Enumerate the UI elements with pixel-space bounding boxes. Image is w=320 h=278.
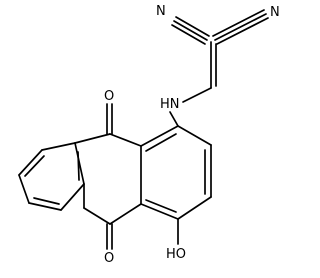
right-aromatic-ring	[140, 125, 212, 220]
nitrile-right-bond-c	[216, 17, 269, 45]
left-ring-inner-2	[33, 197, 60, 205]
nitrile-left-bond-c	[171, 24, 206, 45]
chemical-structure: N N HN O O HO	[18, 4, 280, 266]
center-ring-bond-1	[74, 133, 111, 144]
left-ring-inner-1	[24, 155, 45, 177]
right-ring-inner-3	[145, 199, 177, 213]
left-ring-bond-1	[41, 142, 76, 151]
nitrile-left-bond-a	[175, 16, 210, 37]
central-quinone-ring	[74, 103, 142, 250]
center-ring-bond-5	[83, 207, 111, 225]
nitrile-right-bond-a	[212, 9, 265, 37]
right-ring-bond-1	[140, 125, 179, 147]
right-ring-bond-4	[177, 196, 212, 220]
right-ring-bond-2	[177, 125, 212, 146]
left-ring-bond-4	[28, 202, 62, 211]
nitrile-left-bond-b	[173, 20, 208, 41]
right-ring-bond-5	[140, 203, 179, 220]
left-benzene-ring	[18, 142, 85, 211]
hydroxyl-ho-label: HO	[166, 247, 186, 262]
nitrile-left-n-label: N	[156, 4, 166, 19]
carbonyl-bottom-o-label: O	[104, 251, 114, 266]
left-ring-bond-3	[18, 174, 30, 204]
right-ring-inner-1	[145, 133, 177, 152]
amine-ring-bond	[169, 111, 179, 127]
center-ring-bond-4	[109, 203, 142, 225]
left-ring-bond-2	[18, 149, 43, 176]
amine-nh-label: HN	[160, 97, 180, 112]
dicyanovinyl-group	[171, 9, 269, 103]
nitrile-right-n-label: N	[270, 5, 280, 20]
center-ring-bond-2	[109, 133, 142, 147]
left-ring-bond-6	[74, 142, 85, 185]
nitrile-right-bond-b	[214, 13, 267, 41]
vinyl-amine-bond	[182, 87, 212, 103]
left-ring-bond-5	[60, 183, 85, 211]
carbonyl-top-o-label: O	[104, 89, 114, 104]
left-ring-inner-3	[77, 151, 80, 181]
